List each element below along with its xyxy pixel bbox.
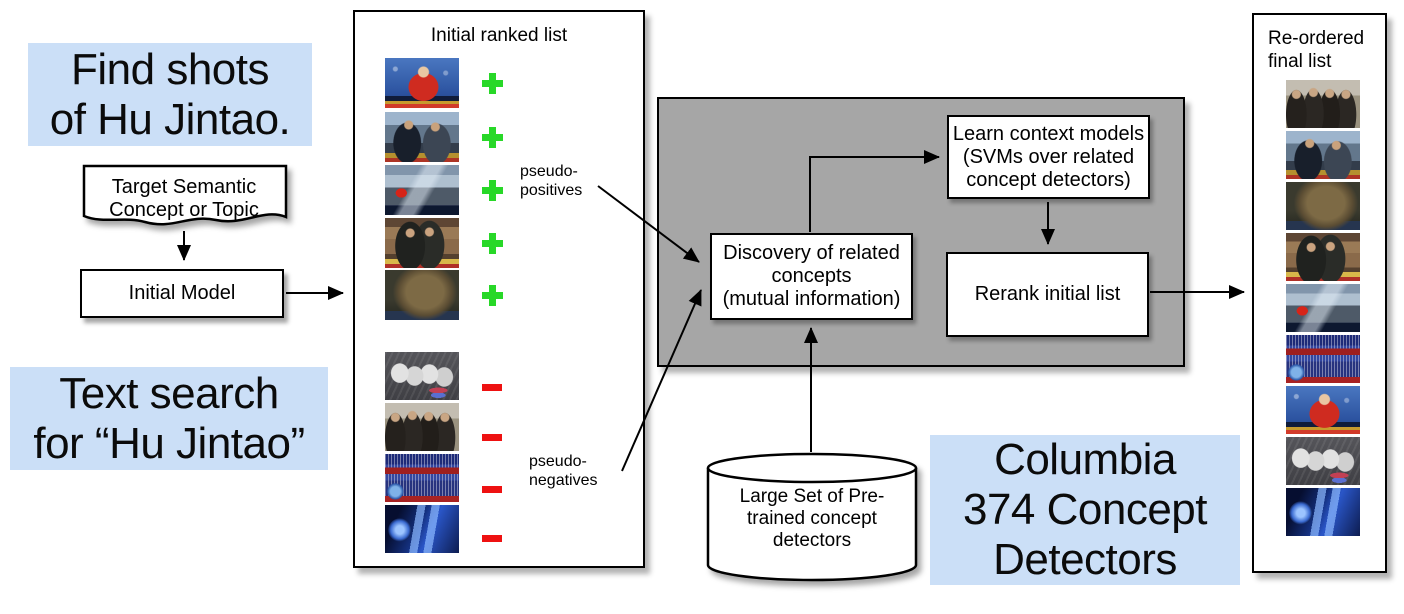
- thumbnail-outdoor-meeting: [1286, 131, 1360, 179]
- thumbnail-suits-group: [385, 403, 459, 451]
- thumbnail-car-with-flag: [1286, 284, 1360, 332]
- detectors-db-label: Large Set of Pre- trained concept detect…: [708, 486, 916, 552]
- label-line: Large Set of Pre-: [739, 486, 885, 507]
- note-line: 374 Concept: [962, 485, 1208, 534]
- negative-marker: [482, 433, 502, 441]
- negative-marker: [482, 534, 502, 542]
- note-line: Columbia: [994, 435, 1176, 484]
- label-pseudo-positives: pseudo- positives: [520, 162, 582, 200]
- thumbnail-outdoor-meeting: [385, 112, 459, 162]
- node-discovery: Discovery of related concepts (mutual in…: [710, 233, 913, 320]
- thumbnail-title-card: [385, 352, 459, 400]
- label-line: Discovery of related: [723, 242, 900, 264]
- thumbnail-handshake: [385, 218, 459, 268]
- label-line: detectors: [772, 530, 852, 551]
- note-find-shots: Find shots of Hu Jintao.: [28, 43, 312, 146]
- label-line: Rerank initial list: [974, 283, 1121, 305]
- negative-marker: [482, 485, 502, 493]
- label-line: positives: [520, 182, 583, 199]
- node-rerank: Rerank initial list: [946, 252, 1149, 337]
- cylinder-concept-detectors: [706, 452, 918, 582]
- initial-list-title: Initial ranked list: [430, 25, 568, 46]
- thumbnail-news-anchor: [385, 58, 459, 108]
- note-columbia-374: Columbia 374 Concept Detectors: [930, 435, 1240, 585]
- thumbnail-suits-group: [1286, 80, 1360, 128]
- thumbnail-news-anchor: [1286, 386, 1360, 434]
- thumbnail-title-card: [1286, 437, 1360, 485]
- positive-marker: [481, 72, 503, 94]
- note-line: Find shots: [71, 44, 269, 94]
- label-line: (mutual information): [722, 288, 901, 310]
- thumbnail-ctn-logo: [385, 505, 459, 553]
- label-line: concept detectors): [966, 168, 1131, 191]
- target-concept-label: Target Semantic Concept or Topic: [88, 176, 280, 222]
- thumbnail-ctn-logo: [1286, 488, 1360, 536]
- label-line: (SVMs over related: [962, 145, 1135, 168]
- note-line: of Hu Jintao.: [49, 94, 291, 144]
- final-list-title: Re-ordered final list: [1268, 27, 1364, 73]
- label-line: Re-ordered: [1268, 28, 1365, 49]
- thumbnail-face-closeup: [1286, 182, 1360, 230]
- label-line: trained concept: [747, 508, 877, 529]
- label-pseudo-negatives: pseudo- negatives: [529, 452, 598, 490]
- thumbnail-assembly-hall: [1286, 335, 1360, 383]
- thumbnail-assembly-hall: [385, 454, 459, 502]
- label-line: Initial Model: [128, 282, 236, 304]
- document-shape: [82, 164, 288, 226]
- negative-marker: [482, 383, 502, 391]
- positive-marker: [481, 284, 503, 306]
- label-line: Target Semantic: [111, 176, 257, 198]
- note-line: for “Hu Jintao”: [33, 418, 305, 468]
- thumbnail-handshake: [1286, 233, 1360, 281]
- label-line: pseudo-: [529, 453, 587, 470]
- note-text-search: Text search for “Hu Jintao”: [10, 367, 328, 470]
- label-line: pseudo-: [520, 163, 578, 180]
- label-line: final list: [1268, 51, 1332, 72]
- label-line: concepts: [771, 265, 852, 287]
- node-learn-context: Learn context models (SVMs over related …: [947, 115, 1150, 199]
- positive-marker: [481, 232, 503, 254]
- thumbnail-car-with-flag: [385, 165, 459, 215]
- positive-marker: [481, 126, 503, 148]
- note-line: Text search: [59, 368, 279, 418]
- label-line: Concept or Topic: [109, 199, 259, 221]
- positive-marker: [481, 179, 503, 201]
- label-line: negatives: [529, 472, 598, 489]
- label-line: Learn context models: [952, 122, 1145, 145]
- node-initial-model: Initial Model: [80, 269, 284, 318]
- thumbnail-face-closeup: [385, 270, 459, 320]
- note-line: Detectors: [993, 535, 1177, 584]
